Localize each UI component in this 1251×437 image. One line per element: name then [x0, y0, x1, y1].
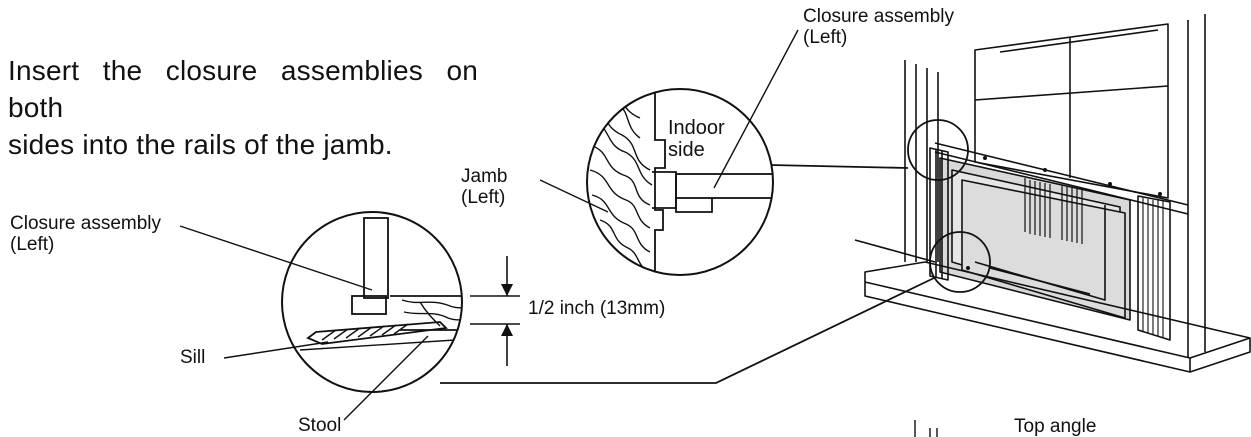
- leader-lines: [179, 29, 938, 437]
- label-closure-top-name: Closure assembly: [803, 6, 954, 27]
- jamb-detail-circle: [586, 88, 774, 276]
- label-stool: Stool: [298, 415, 342, 436]
- label-side-word: side: [668, 139, 705, 161]
- label-sill: Sill: [180, 347, 206, 368]
- label-jamb: Jamb (Left): [461, 166, 507, 208]
- label-jamb-side: (Left): [461, 187, 506, 208]
- label-dimension: 1/2 inch (13mm): [528, 298, 666, 319]
- label-closure-left-side: (Left): [10, 234, 55, 255]
- sill-detail-circle: [281, 211, 463, 393]
- dimension-marker: [470, 256, 520, 366]
- label-closure-assembly-left: Closure assembly (Left): [10, 213, 161, 255]
- instruction-line-1: Insert the closure assemblies on both: [8, 55, 478, 123]
- label-indoor-word: Indoor: [668, 117, 725, 139]
- label-top-angle: Top angle: [1014, 416, 1097, 437]
- window-unit-illustration: [854, 14, 1251, 373]
- zoom-marker-circles: [907, 119, 991, 293]
- instruction-text: Insert the closure assemblies on both si…: [8, 52, 478, 163]
- label-closure-assembly-top: Closure assembly (Left): [803, 6, 954, 48]
- instruction-line-2: sides into the rails of the jamb.: [8, 129, 393, 160]
- label-indoor-side: Indoor side: [668, 117, 725, 161]
- label-jamb-name: Jamb: [461, 166, 508, 187]
- connector-lines: [440, 164, 935, 384]
- label-closure-top-side: (Left): [803, 27, 848, 48]
- label-closure-left-name: Closure assembly: [10, 213, 161, 234]
